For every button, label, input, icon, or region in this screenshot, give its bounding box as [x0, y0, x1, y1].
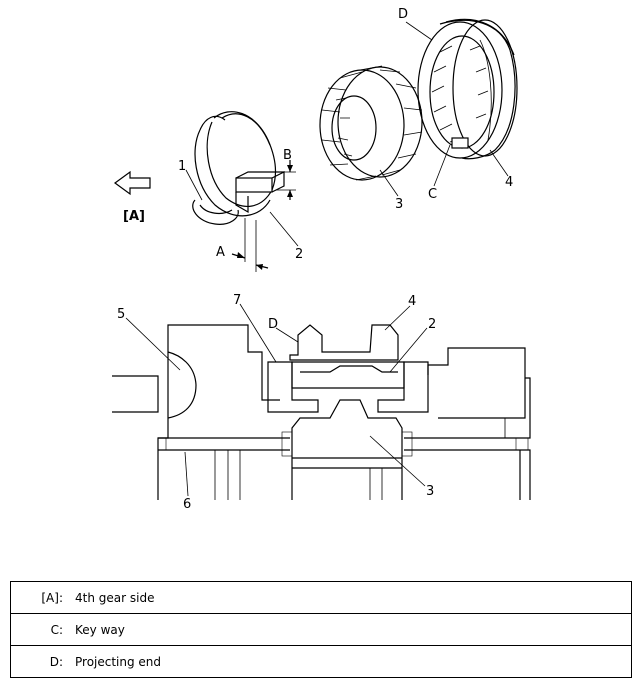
label-2-section: 2 [428, 317, 436, 332]
legend-key: C: [10, 613, 73, 646]
legend-row: [A]: 4th gear side [10, 581, 632, 614]
direction-arrow-icon [113, 170, 151, 196]
label-a-bracket: [A] [123, 209, 145, 224]
leader-lines [125, 21, 509, 497]
label-7: 7 [233, 293, 241, 308]
label-6: 6 [183, 497, 191, 512]
synchronizer-assembly-diagram: D 1 B [A] A 2 3 C 4 5 7 D 4 2 3 6 [112, 7, 531, 512]
dimension-a [231, 218, 269, 272]
label-4-top: 4 [505, 175, 513, 190]
legend-row: D: Projecting end [10, 645, 632, 678]
synchronizer-hub [319, 65, 423, 181]
legend-value: Key way [73, 613, 632, 646]
label-b: B [283, 148, 292, 163]
label-3-section: 3 [426, 484, 434, 499]
label-3-top: 3 [395, 197, 403, 212]
assembly-cross-section [112, 324, 531, 500]
legend-row: C: Key way [10, 613, 632, 646]
label-2-top: 2 [295, 247, 303, 262]
synchronizer-sleeve [417, 18, 518, 160]
label-d-top: D [398, 7, 408, 22]
synchronizer-spring-and-key [192, 111, 285, 225]
label-c: C [428, 187, 437, 202]
legend-key: [A]: [10, 581, 73, 614]
label-4-section: 4 [408, 294, 416, 309]
dimension-b [276, 160, 296, 200]
label-5: 5 [117, 307, 125, 322]
legend-value: 4th gear side [73, 581, 632, 614]
label-1: 1 [178, 159, 186, 174]
legend-table: [A]: 4th gear side C: Key way D: Project… [10, 581, 632, 678]
legend-key: D: [10, 645, 73, 678]
callout-labels: D 1 B [A] A 2 3 C 4 5 7 D 4 2 3 6 [117, 7, 513, 512]
label-d-section: D [268, 317, 278, 332]
legend-value: Projecting end [73, 645, 632, 678]
label-a: A [216, 245, 225, 260]
